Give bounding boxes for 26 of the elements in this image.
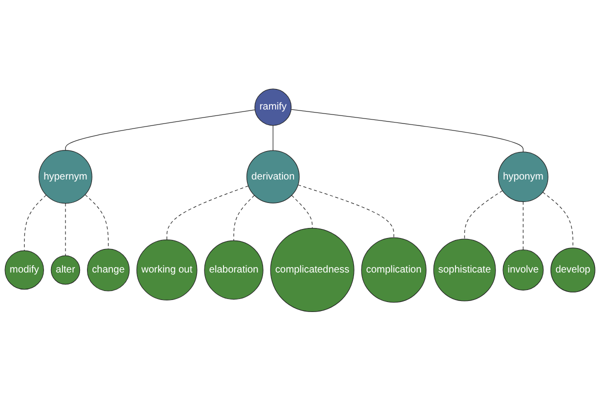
node-circle: elaboration [204,240,264,300]
node-circle: sophisticate [433,238,496,301]
connector [522,201,524,250]
node-circle: working out [136,239,198,300]
node-circle: change [86,248,130,291]
node-circle: hypernym [38,150,92,204]
connector [272,124,274,151]
node-circle: derivation [246,150,300,204]
connector [542,192,574,248]
node-circle: develop [550,247,596,292]
connector [233,194,255,241]
connector [290,108,524,152]
connector [65,202,66,256]
connector [65,109,256,150]
node-circle: modify [4,250,44,290]
connector [464,190,503,239]
node-circle: complicatedness [270,228,354,312]
connector [291,194,313,228]
node-circle: ramify [254,88,292,126]
node-circle: alter [50,254,80,284]
connector [166,185,249,240]
node-circle: complication [361,236,426,302]
node-circle: hyponym [498,151,548,202]
connector [298,184,394,238]
node-circle: involve [502,249,544,290]
connector [84,194,109,249]
